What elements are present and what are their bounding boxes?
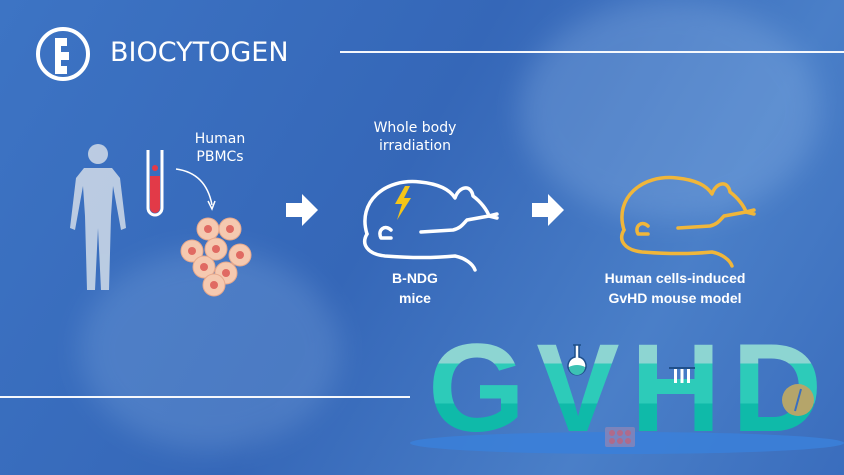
pbmc-label-line1: Human bbox=[194, 131, 246, 147]
pbmc-label-line2: PBMCs bbox=[196, 149, 244, 165]
irradiation-label-line2: irradiation bbox=[379, 138, 451, 154]
pbmc-cells-icon bbox=[180, 217, 252, 297]
gvhd-model-line1: Human cells-induced bbox=[604, 270, 746, 286]
irradiation-label-line1: Whole body bbox=[373, 120, 457, 136]
flow-arrow-icon bbox=[286, 194, 318, 226]
footer-divider bbox=[0, 396, 410, 398]
curved-arrow-icon bbox=[175, 168, 216, 211]
well-plate-icon bbox=[605, 427, 635, 447]
human-figure-icon bbox=[70, 144, 126, 290]
blood-tube-icon bbox=[146, 150, 164, 217]
bndg-mice-line1: B-NDG bbox=[392, 270, 438, 286]
gvhd-model-line2: GvHD mouse model bbox=[608, 290, 742, 306]
gvhd-model-label: Human cells-induced GvHD mouse model bbox=[570, 268, 780, 308]
bndg-mice-label: B-NDG mice bbox=[365, 268, 465, 308]
pill-icon bbox=[782, 384, 814, 416]
header-divider bbox=[340, 51, 844, 53]
irradiation-label: Whole body irradiation bbox=[360, 119, 470, 155]
brand-name: BIOCYTOGEN bbox=[110, 37, 289, 68]
background-glow bbox=[520, 0, 820, 220]
mouse-gvhd-model-icon bbox=[620, 175, 756, 268]
bndg-mice-line2: mice bbox=[399, 290, 431, 306]
mouse-irradiated-icon bbox=[363, 179, 499, 272]
test-tube-rack-icon bbox=[669, 367, 695, 383]
flask-icon bbox=[567, 344, 587, 376]
biocytogen-logo-icon bbox=[36, 27, 90, 81]
flow-arrow-icon bbox=[532, 194, 564, 226]
pbmc-label: Human PBMCs bbox=[185, 130, 255, 166]
